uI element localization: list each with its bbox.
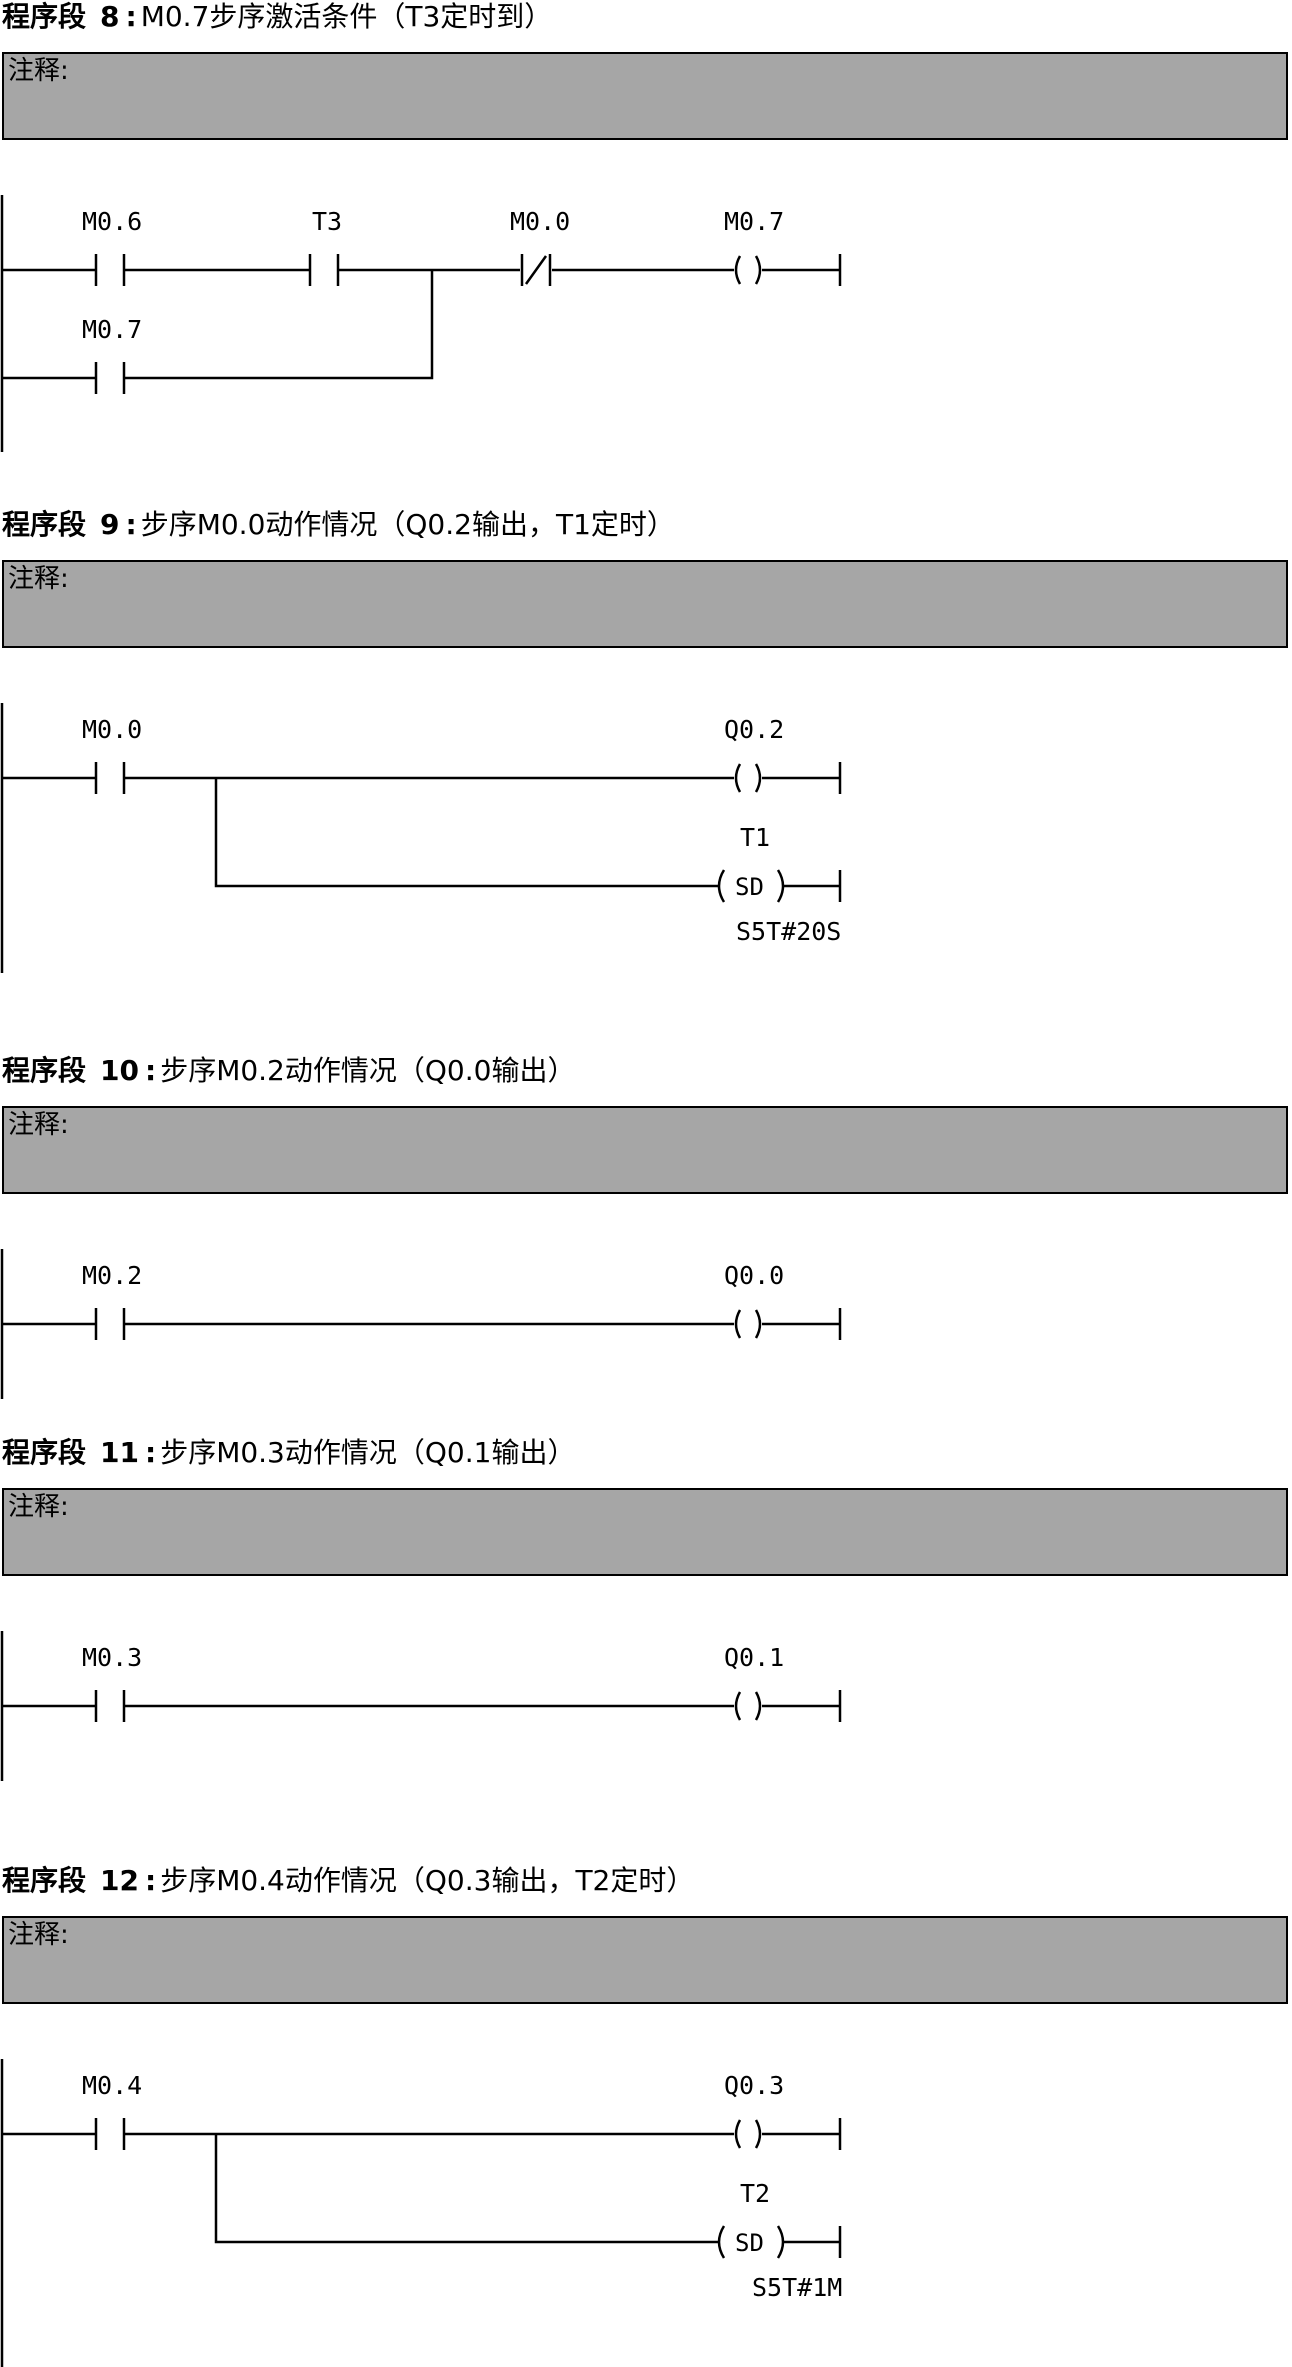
network-label: 程序段 bbox=[2, 0, 87, 33]
timer-address: T1 bbox=[740, 823, 770, 852]
coil[interactable] bbox=[734, 1309, 762, 1339]
contact-no[interactable] bbox=[94, 362, 126, 394]
comment-box[interactable]: 注释: bbox=[2, 52, 1288, 140]
timer-type: SD bbox=[735, 873, 764, 901]
comment-label: 注释: bbox=[8, 1920, 69, 1950]
comment-label: 注释: bbox=[8, 564, 69, 594]
comment-label: 注释: bbox=[8, 1492, 69, 1522]
network-description: M0.7步序激活条件（T3定时到） bbox=[140, 0, 553, 33]
network-title[interactable]: 程序段 11:步序M0.3动作情况（Q0.1输出） bbox=[2, 1436, 575, 1470]
timer-type: SD bbox=[735, 2229, 764, 2257]
contact-no[interactable] bbox=[308, 254, 340, 286]
branch-wire bbox=[2, 270, 434, 380]
network-12: 程序段 12:步序M0.4动作情况（Q0.3输出，T2定时） 注释: M0.4 Q… bbox=[0, 1864, 1292, 2367]
contact-nc[interactable] bbox=[520, 254, 552, 286]
network-label: 程序段 bbox=[2, 1864, 87, 1897]
network-10: 程序段 10:步序M0.2动作情况（Q0.0输出） 注释: M0.2 Q0.0 bbox=[0, 1054, 1292, 1404]
contact-address: M0.7 bbox=[82, 315, 142, 344]
ladder-diagram: M0.0 Q0.2 SD T1 S5T#20S bbox=[0, 703, 841, 973]
contact-no[interactable] bbox=[94, 762, 126, 794]
timer-preset: S5T#1M bbox=[752, 2273, 842, 2302]
network-title[interactable]: 程序段 9:步序M0.0动作情况（Q0.2输出，T1定时） bbox=[2, 508, 675, 542]
contact-no[interactable] bbox=[94, 1690, 126, 1722]
comment-box[interactable]: 注释: bbox=[2, 1916, 1288, 2004]
contact-no[interactable] bbox=[94, 254, 126, 286]
coil-address: M0.7 bbox=[724, 207, 784, 236]
comment-box[interactable]: 注释: bbox=[2, 1106, 1288, 1194]
network-label: 程序段 bbox=[2, 508, 87, 541]
ladder-diagram: M0.4 Q0.3 SD T2 S5T#1M bbox=[0, 2059, 842, 2367]
contact-no[interactable] bbox=[94, 2118, 126, 2150]
network-description: 步序M0.4动作情况（Q0.3输出，T2定时） bbox=[160, 1864, 695, 1897]
network-number: 8 bbox=[100, 0, 120, 33]
contact-address: M0.6 bbox=[82, 207, 142, 236]
network-separator: : bbox=[144, 1054, 157, 1087]
network-number: 11 bbox=[100, 1436, 139, 1469]
network-title[interactable]: 程序段 10:步序M0.2动作情况（Q0.0输出） bbox=[2, 1054, 575, 1088]
ladder-diagram: M0.6 T3 M0.0 M0.7 M0.7 bbox=[0, 195, 842, 452]
contact-address: M0.4 bbox=[82, 2071, 142, 2100]
network-separator: : bbox=[144, 1864, 157, 1897]
network-separator: : bbox=[125, 508, 137, 541]
network-9: 程序段 9:步序M0.0动作情况（Q0.2输出，T1定时） 注释: M0.0 Q0… bbox=[0, 508, 1292, 978]
ladder-diagram: M0.2 Q0.0 bbox=[0, 1249, 842, 1399]
coil[interactable] bbox=[734, 1691, 762, 1721]
comment-label: 注释: bbox=[8, 56, 69, 86]
network-description: 步序M0.0动作情况（Q0.2输出，T1定时） bbox=[140, 508, 675, 541]
network-title[interactable]: 程序段 8:M0.7步序激活条件（T3定时到） bbox=[2, 0, 552, 34]
coil-address: Q0.1 bbox=[724, 1643, 784, 1672]
contact-address: M0.2 bbox=[82, 1261, 142, 1290]
network-label: 程序段 bbox=[2, 1054, 87, 1087]
network-separator: : bbox=[144, 1436, 157, 1469]
network-number: 10 bbox=[100, 1054, 139, 1087]
coil-address: Q0.3 bbox=[724, 2071, 784, 2100]
network-8: 程序段 8:M0.7步序激活条件（T3定时到） 注释: M0.6 T3 M0.0 … bbox=[0, 0, 1292, 460]
timer-coil[interactable] bbox=[717, 2225, 785, 2259]
timer-address: T2 bbox=[740, 2179, 770, 2208]
contact-address: M0.0 bbox=[510, 207, 570, 236]
branch-wire bbox=[214, 778, 840, 888]
timer-coil[interactable] bbox=[717, 869, 785, 903]
branch-wire bbox=[214, 2134, 840, 2244]
contact-address: M0.0 bbox=[82, 715, 142, 744]
network-label: 程序段 bbox=[2, 1436, 87, 1469]
comment-box[interactable]: 注释: bbox=[2, 1488, 1288, 1576]
network-number: 9 bbox=[100, 508, 120, 541]
coil-address: Q0.0 bbox=[724, 1261, 784, 1290]
contact-no[interactable] bbox=[94, 1308, 126, 1340]
network-description: 步序M0.3动作情况（Q0.1输出） bbox=[160, 1436, 576, 1469]
comment-box[interactable]: 注释: bbox=[2, 560, 1288, 648]
network-11: 程序段 11:步序M0.3动作情况（Q0.1输出） 注释: M0.3 Q0.1 bbox=[0, 1436, 1292, 1786]
coil[interactable] bbox=[734, 2119, 762, 2149]
network-description: 步序M0.2动作情况（Q0.0输出） bbox=[160, 1054, 576, 1087]
network-title[interactable]: 程序段 12:步序M0.4动作情况（Q0.3输出，T2定时） bbox=[2, 1864, 694, 1898]
network-separator: : bbox=[125, 0, 137, 33]
coil[interactable] bbox=[734, 763, 762, 793]
contact-address: M0.3 bbox=[82, 1643, 142, 1672]
contact-address: T3 bbox=[312, 207, 342, 236]
coil[interactable] bbox=[734, 255, 762, 285]
coil-address: Q0.2 bbox=[724, 715, 784, 744]
timer-preset: S5T#20S bbox=[736, 917, 841, 946]
ladder-diagram: M0.3 Q0.1 bbox=[0, 1631, 842, 1781]
network-number: 12 bbox=[100, 1864, 139, 1897]
comment-label: 注释: bbox=[8, 1110, 69, 1140]
